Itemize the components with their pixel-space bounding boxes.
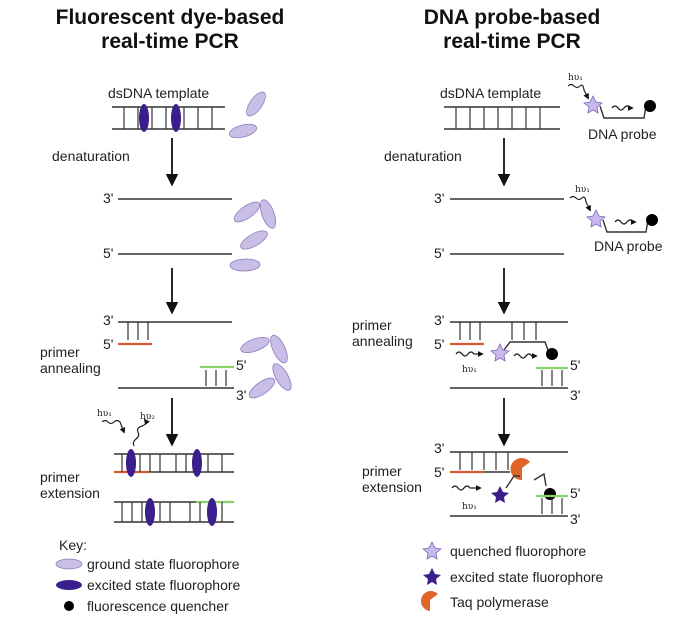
ground-fluorophore — [229, 258, 261, 272]
right-dna-probe-label-b: DNA probe — [594, 238, 663, 254]
right-annealing-3prime-b: 3' — [570, 387, 580, 403]
key-excited-star-icon — [423, 568, 441, 585]
right-hv1-label-b: hυ₁ — [575, 185, 590, 195]
light-in-wave — [101, 419, 126, 434]
ground-fluorophore — [270, 334, 288, 364]
right-extension-5prime-b: 5' — [570, 485, 580, 501]
ground-fluorophore — [259, 199, 277, 229]
key-quencher-icon — [64, 601, 74, 611]
left-extension-label-2: extension — [40, 485, 100, 501]
left-dsdna-template — [112, 104, 225, 132]
key-excited-fluorophore-icon — [56, 580, 82, 590]
ground-fluorophore — [272, 363, 292, 391]
left-extension-label-1: primer — [40, 469, 80, 485]
key-excited-star-label: excited state fluorophore — [450, 569, 604, 585]
ground-fluorophore — [240, 230, 268, 250]
key-excited-label: excited state fluorophore — [87, 577, 241, 593]
left-denaturation-label: denaturation — [52, 148, 130, 164]
excited-fluorophore — [171, 104, 181, 132]
taq-polymerase — [510, 458, 530, 481]
fluorescent-dye-title: Fluorescent dye-based real-time PCR — [55, 6, 285, 53]
right-5prime-label: 5' — [434, 245, 444, 261]
right-annealing-5prime-b: 5' — [570, 357, 580, 373]
quencher — [546, 348, 558, 360]
right-dsdna-template — [444, 106, 560, 130]
left-dsdna-label: dsDNA template — [108, 85, 209, 101]
right-dna-probe-label-a: DNA probe — [588, 126, 657, 142]
quencher — [646, 214, 658, 226]
quenched-star — [586, 209, 606, 228]
key-taq-label: Taq polymerase — [450, 594, 549, 610]
excited-fluorophore — [192, 449, 202, 477]
right-extension-3prime-b: 3' — [570, 511, 580, 527]
probe-strand-2 — [602, 219, 649, 233]
excited-fluorophore — [139, 104, 149, 132]
key-ground-fluorophore-icon — [55, 558, 83, 570]
quenched-star — [490, 343, 510, 362]
left-key-title: Key: — [59, 537, 87, 553]
key-quenched-label: quenched fluorophore — [450, 543, 586, 559]
right-3prime-label: 3' — [434, 190, 444, 206]
right-dsdna-label: dsDNA template — [440, 85, 541, 101]
right-extension-label-2: extension — [362, 479, 422, 495]
ground-fluorophore — [248, 377, 276, 399]
right-annealing-label-2: annealing — [352, 333, 413, 349]
right-annealing-3prime: 3' — [434, 312, 444, 328]
right-denaturation-label: denaturation — [384, 148, 462, 164]
quencher — [644, 100, 656, 112]
ground-fluorophore — [240, 336, 270, 354]
key-quenched-star-icon — [422, 541, 442, 560]
dna-probe-title: DNA probe-based real-time PCR — [423, 6, 601, 53]
excitation-wave — [567, 83, 589, 100]
excited-fluorophore — [126, 449, 136, 477]
light-out-wave — [132, 418, 150, 447]
probe-strand-1 — [599, 105, 647, 119]
excited-fluorophore — [145, 498, 155, 526]
right-extension-label-1: primer — [362, 463, 402, 479]
key-ground-label: ground state fluorophore — [87, 556, 240, 572]
excited-fluorophore — [207, 498, 217, 526]
quenched-star — [583, 95, 603, 114]
excited-star — [491, 486, 509, 503]
ground-fluorophore — [228, 123, 258, 139]
left-annealing-5prime-b: 5' — [236, 357, 246, 373]
right-hv1-label-c: hυ₁ — [462, 365, 477, 375]
left-annealing-label-2: annealing — [40, 360, 101, 376]
key-quencher-label: fluorescence quencher — [87, 598, 229, 614]
right-hv1-label-a: hυ₁ — [568, 73, 583, 83]
right-extension-3prime: 3' — [434, 440, 444, 456]
key-taq-polymerase-icon — [420, 591, 438, 611]
left-5prime-label: 5' — [103, 245, 113, 261]
quencher — [544, 488, 556, 500]
right-annealing-label-1: primer — [352, 317, 392, 333]
left-hv2-label: hυ₂ — [140, 412, 155, 422]
left-3prime-label: 3' — [103, 190, 113, 206]
right-annealing-5prime: 5' — [434, 336, 444, 352]
left-annealing-5prime: 5' — [103, 336, 113, 352]
left-hv1-label: hυ₁ — [97, 409, 112, 419]
left-annealing-3prime-b: 3' — [236, 387, 246, 403]
right-extension-5prime: 5' — [434, 464, 444, 480]
ground-fluorophore — [246, 91, 266, 117]
right-hv1-label-d: hυ₁ — [462, 502, 477, 512]
left-annealing-3prime: 3' — [103, 312, 113, 328]
left-annealing-label-1: primer — [40, 344, 80, 360]
ground-fluorophore — [233, 201, 261, 223]
